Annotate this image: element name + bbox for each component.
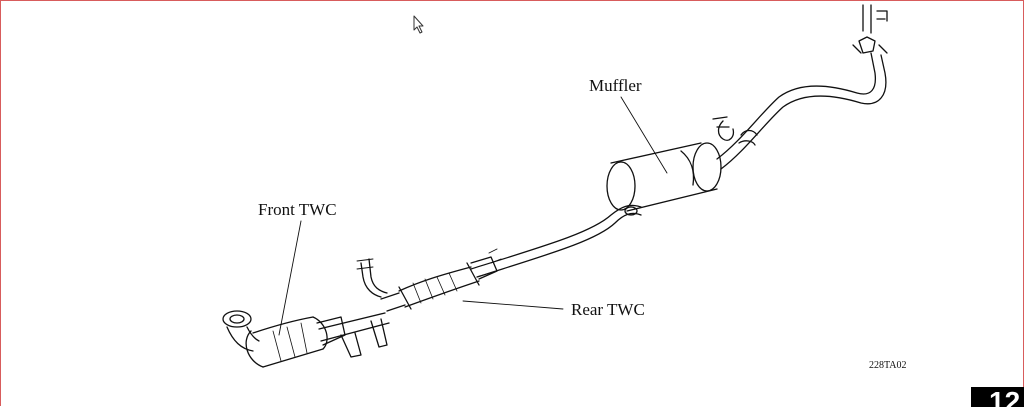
muffler-body xyxy=(606,142,722,216)
rear-twc-leader xyxy=(462,300,564,310)
front-twc-label: Front TWC xyxy=(258,200,337,219)
mid-pipe xyxy=(470,204,642,270)
rear-twc-body xyxy=(380,248,502,312)
rear-twc-label: Rear TWC xyxy=(571,300,645,319)
mouse-pointer-icon xyxy=(413,15,424,34)
muffler-label: Muffler xyxy=(589,76,642,95)
inlet-flange xyxy=(222,310,260,352)
front-pipe xyxy=(318,312,386,330)
muffler-leader xyxy=(620,96,668,174)
tail-pipe xyxy=(716,52,877,160)
sensor-wire xyxy=(360,262,382,298)
figure-code: 228TA02 xyxy=(869,360,907,371)
front-twc-body xyxy=(245,316,346,368)
front-twc-leader xyxy=(278,220,302,336)
slide-number-badge: 12 xyxy=(971,387,1024,407)
